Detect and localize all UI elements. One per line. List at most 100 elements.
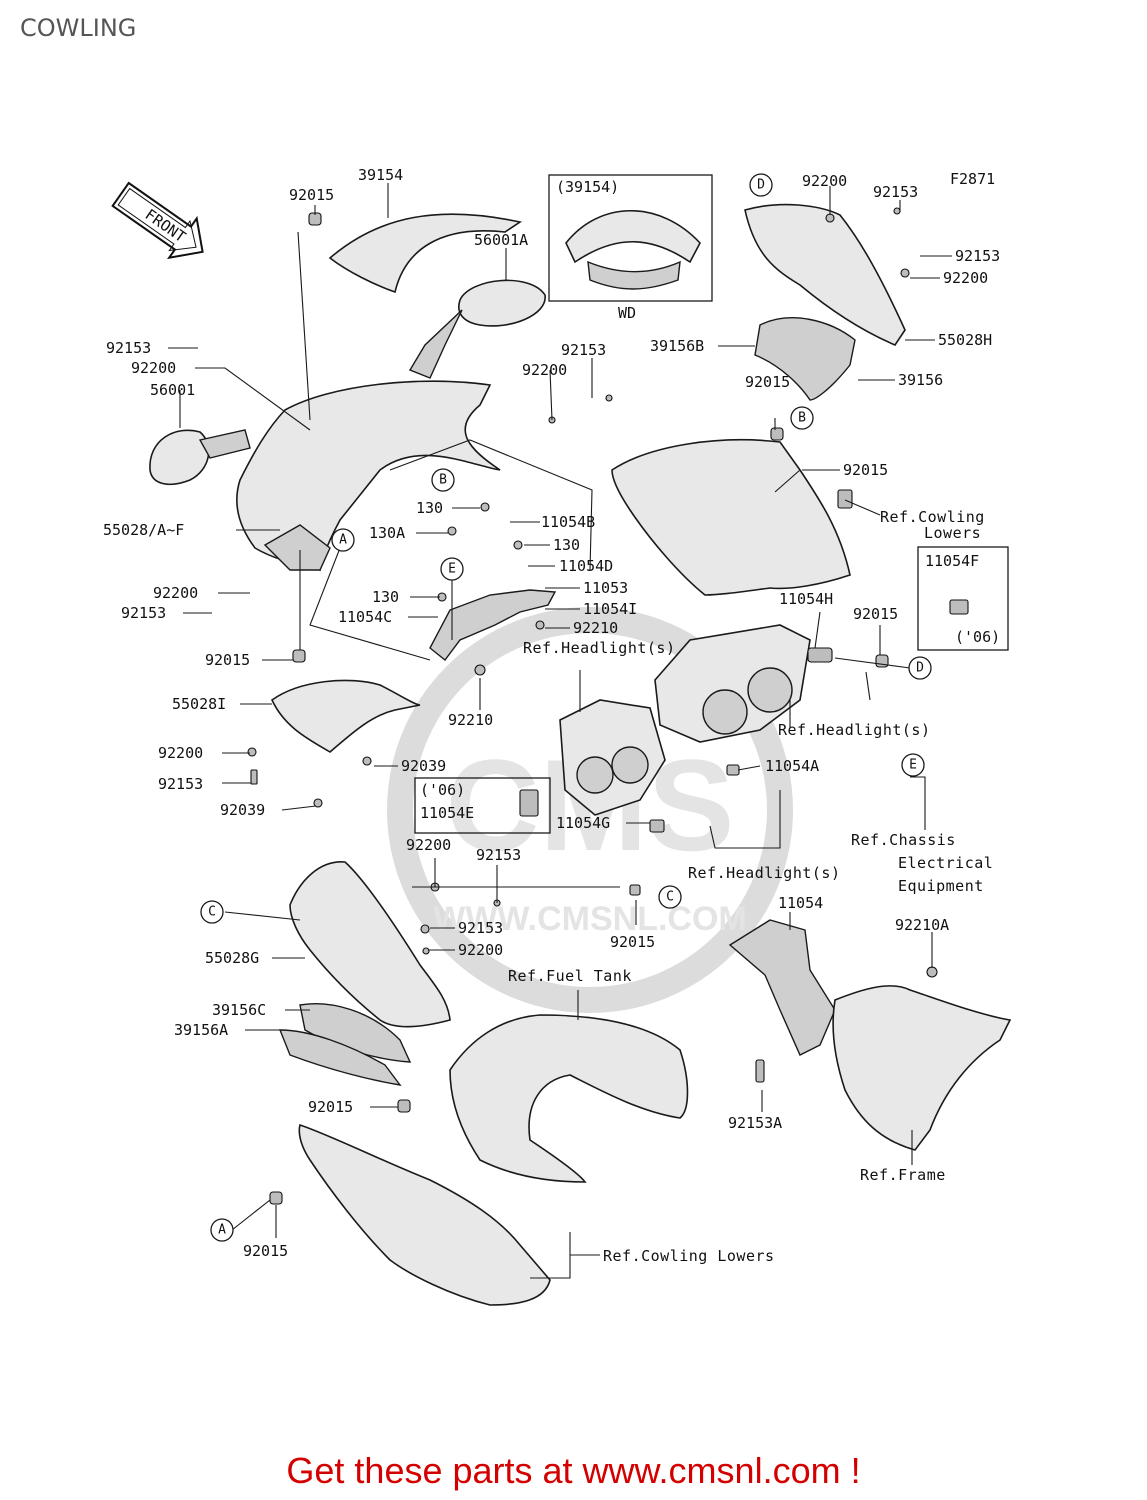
ref-frame: Ref.Frame [860, 1166, 946, 1184]
inner-panel-55028I[interactable] [270, 679, 421, 753]
label-92015: 92015 [853, 605, 898, 623]
side-cowl-55028G[interactable] [289, 861, 451, 1028]
label-92153: 92153 [955, 247, 1000, 265]
callout-D-1: D [749, 173, 773, 197]
lower-fairing[interactable] [298, 1123, 551, 1306]
label-92015: 92015 [289, 186, 334, 204]
label-92200: 92200 [943, 269, 988, 287]
svg-text:(39154): (39154) [556, 178, 619, 196]
label-130: 130 [416, 499, 443, 517]
stay-11054[interactable] [728, 919, 836, 1056]
inset-11054E: ('06) 11054E [414, 777, 551, 834]
fuel-tank-ref [449, 1014, 689, 1183]
svg-text:WD: WD [618, 304, 636, 322]
callout-D-2: D [908, 656, 932, 680]
label-92200: 92200 [158, 744, 203, 762]
label-92153: 92153 [106, 339, 151, 357]
label-92200: 92200 [802, 172, 847, 190]
label-92039: 92039 [220, 801, 265, 819]
label-92200: 92200 [406, 836, 451, 854]
inset-windshield-wd: (39154) WD [548, 174, 713, 322]
label-39154: 39154 [358, 166, 403, 184]
left-mirror[interactable] [149, 429, 251, 486]
callout-C-2: C [658, 885, 682, 909]
label-92015: 92015 [205, 651, 250, 669]
svg-text:11054F: 11054F [925, 552, 979, 570]
callout-A-2: A [210, 1218, 234, 1242]
label-55028I: 55028I [172, 695, 226, 713]
svg-text:B: B [439, 473, 447, 488]
frame-ref [832, 985, 1012, 1151]
ref-headlight: Ref.Headlight(s) [523, 639, 676, 657]
label-11054B: 11054B [541, 513, 595, 531]
ref-chassis: Ref.Chassis [851, 831, 956, 849]
label-92153: 92153 [158, 775, 203, 793]
side-cowl-55028H[interactable] [744, 203, 906, 346]
ref-fuel-tank: Ref.Fuel Tank [508, 967, 632, 985]
label-11054G: 11054G [556, 814, 610, 832]
svg-text:D: D [757, 178, 765, 193]
callout-A-1: A [331, 528, 355, 552]
svg-text:('06): ('06) [955, 628, 1000, 646]
svg-text:B: B [798, 411, 806, 426]
svg-text:A: A [218, 1223, 226, 1238]
label-11054D: 11054D [559, 557, 613, 575]
label-92210: 92210 [573, 619, 618, 637]
svg-text:11054E: 11054E [420, 804, 474, 822]
callout-E-2: E [901, 753, 925, 777]
label-56001A: 56001A [474, 231, 528, 249]
label-92015: 92015 [308, 1098, 353, 1116]
label-92015: 92015 [745, 373, 790, 391]
part-labels: 39154 92015 56001A 92153 92200 56001 921… [103, 166, 1000, 1260]
svg-text:C: C [208, 905, 216, 920]
label-92200: 92200 [131, 359, 176, 377]
headlight-bracket-11053[interactable] [429, 589, 557, 661]
svg-text:A: A [339, 533, 347, 548]
headlight-assembly-front[interactable] [559, 699, 666, 816]
label-55028H: 55028H [938, 331, 992, 349]
label-92200: 92200 [458, 941, 503, 959]
callout-B-1: B [431, 468, 455, 492]
label-11054A: 11054A [765, 757, 819, 775]
promo-link[interactable]: Get these parts at www.cmsnl.com ! [286, 1450, 861, 1491]
svg-text:('06): ('06) [420, 781, 465, 799]
svg-text:E: E [909, 758, 917, 773]
label-130A: 130A [369, 524, 405, 542]
label-56001: 56001 [150, 381, 195, 399]
inset-11054F: 11054F ('06) [917, 546, 1009, 651]
ref-chassis-electrical: Electrical [898, 854, 993, 872]
label-92039: 92039 [401, 757, 446, 775]
right-mirror[interactable] [408, 279, 546, 379]
ref-chassis-equipment: Equipment [898, 877, 984, 895]
label-130: 130 [553, 536, 580, 554]
label-92210: 92210 [448, 711, 493, 729]
label-11054I: 11054I [583, 600, 637, 618]
cowling-exploded-diagram: FRONT F2871 (39154) WD [103, 166, 1012, 1306]
label-92153: 92153 [873, 183, 918, 201]
label-11054C: 11054C [338, 608, 392, 626]
label-92153: 92153 [561, 341, 606, 359]
upper-cowling[interactable] [236, 380, 501, 572]
label-39156B: 39156B [650, 337, 704, 355]
label-39156C: 39156C [212, 1001, 266, 1019]
label-92210A: 92210A [895, 916, 949, 934]
label-11054H: 11054H [779, 590, 833, 608]
trim-39156B[interactable] [754, 317, 856, 401]
windshield[interactable] [328, 213, 523, 294]
label-55028G: 55028G [205, 949, 259, 967]
headlight-assembly-rear[interactable] [654, 624, 811, 743]
label-92153: 92153 [458, 919, 503, 937]
label-92015: 92015 [610, 933, 655, 951]
trim-39156A[interactable] [278, 1029, 402, 1086]
label-55028-A-F: 55028/A~F [103, 521, 184, 539]
figure-id: F2871 [950, 170, 995, 188]
ref-cowling-lowers-cont: Lowers [924, 524, 981, 542]
nose-cowling[interactable] [611, 439, 851, 596]
label-92153A: 92153A [728, 1114, 782, 1132]
callout-C-1: C [200, 900, 224, 924]
svg-text:D: D [916, 661, 924, 676]
page-title: COWLING [20, 14, 137, 42]
label-130: 130 [372, 588, 399, 606]
label-92200: 92200 [522, 361, 567, 379]
callout-B-2: B [790, 406, 814, 430]
